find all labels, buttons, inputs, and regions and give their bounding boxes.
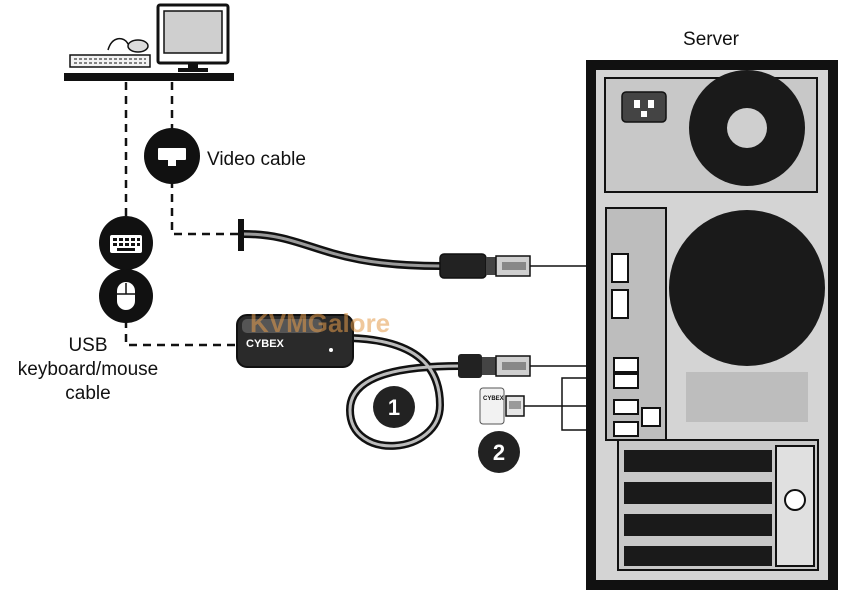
dashed-cables [124,82,242,347]
mouse-icon [107,37,149,53]
keyboard-icon [99,216,153,270]
video-port-icon [144,128,200,184]
keyboard-icon [69,54,151,68]
desk [64,73,234,81]
video-dashed-line [170,82,242,236]
power-inlet [621,91,667,123]
usb-label-line3: cable [65,383,110,404]
step-number: 1 [388,395,400,420]
mouse-icon [99,269,153,323]
usb-port-2 [613,373,639,389]
usb-label-line2: keyboard/mouse [18,359,158,380]
usb-label-line1: USB [68,335,107,356]
display-port-1 [611,253,629,283]
monitor-icon [156,3,230,72]
display-port-2 [611,289,629,319]
workstation [64,3,234,81]
step-badge-2: 2 [478,431,520,473]
watermark: KVMGalore [250,308,390,338]
usb-port-1 [613,357,639,373]
usb-dashed-line [124,82,238,347]
step-badge-1: 1 [373,386,415,428]
adapter-brand: CYBEX [246,338,285,350]
video-cable [238,219,531,279]
usb-port-4 [613,421,639,437]
case-fan [669,210,825,366]
server-label: Server [683,29,740,50]
small-adapter-brand: CYBEX [483,396,504,402]
usb-port-3 [613,399,639,415]
small-adapter: CYBEX [479,387,525,425]
ethernet-port [641,407,661,427]
video-cable-label: Video cable [207,149,306,170]
step-number: 2 [493,440,505,465]
cybex-adapter: CYBEX [236,314,531,450]
server-tower [586,60,838,590]
